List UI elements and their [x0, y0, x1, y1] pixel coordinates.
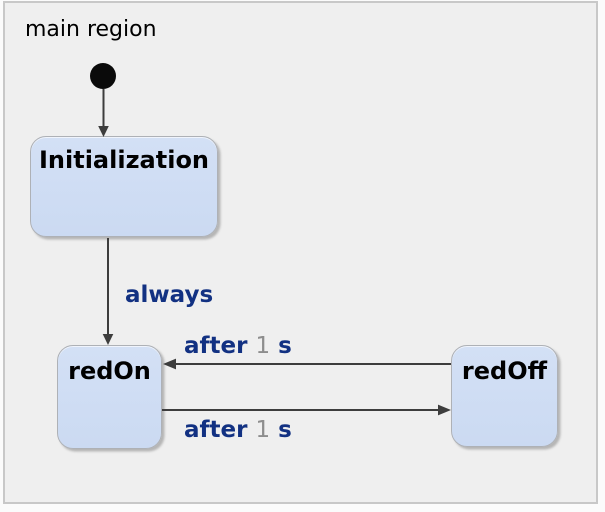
always-keyword: always: [125, 282, 214, 308]
transition-label-always[interactable]: always: [125, 282, 213, 308]
region-label[interactable]: main region: [25, 17, 157, 42]
after-value: 1: [255, 417, 271, 443]
state-label: redOn: [68, 357, 151, 385]
after-keyword: after: [184, 417, 248, 443]
transition-initialization-to-redon[interactable]: [102, 238, 114, 345]
transition-label-after-1s-top[interactable]: after 1 s: [184, 333, 292, 359]
state-label: Initialization: [38, 146, 210, 174]
after-unit: s: [278, 333, 292, 359]
after-keyword: after: [184, 333, 248, 359]
after-value: 1: [255, 333, 271, 359]
transition-redoff-to-redon[interactable]: [163, 358, 451, 370]
transition-initial-to-initialization[interactable]: [98, 89, 109, 137]
state-initialization[interactable]: Initialization: [30, 136, 218, 237]
state-redoff[interactable]: redOff: [451, 345, 558, 447]
transition-redon-to-redoff[interactable]: [162, 404, 451, 416]
after-unit: s: [278, 417, 292, 443]
initial-state-dot[interactable]: [90, 63, 116, 89]
transition-label-after-1s-bottom[interactable]: after 1 s: [184, 417, 292, 443]
state-label: redOff: [461, 357, 548, 385]
state-redon[interactable]: redOn: [57, 345, 162, 449]
